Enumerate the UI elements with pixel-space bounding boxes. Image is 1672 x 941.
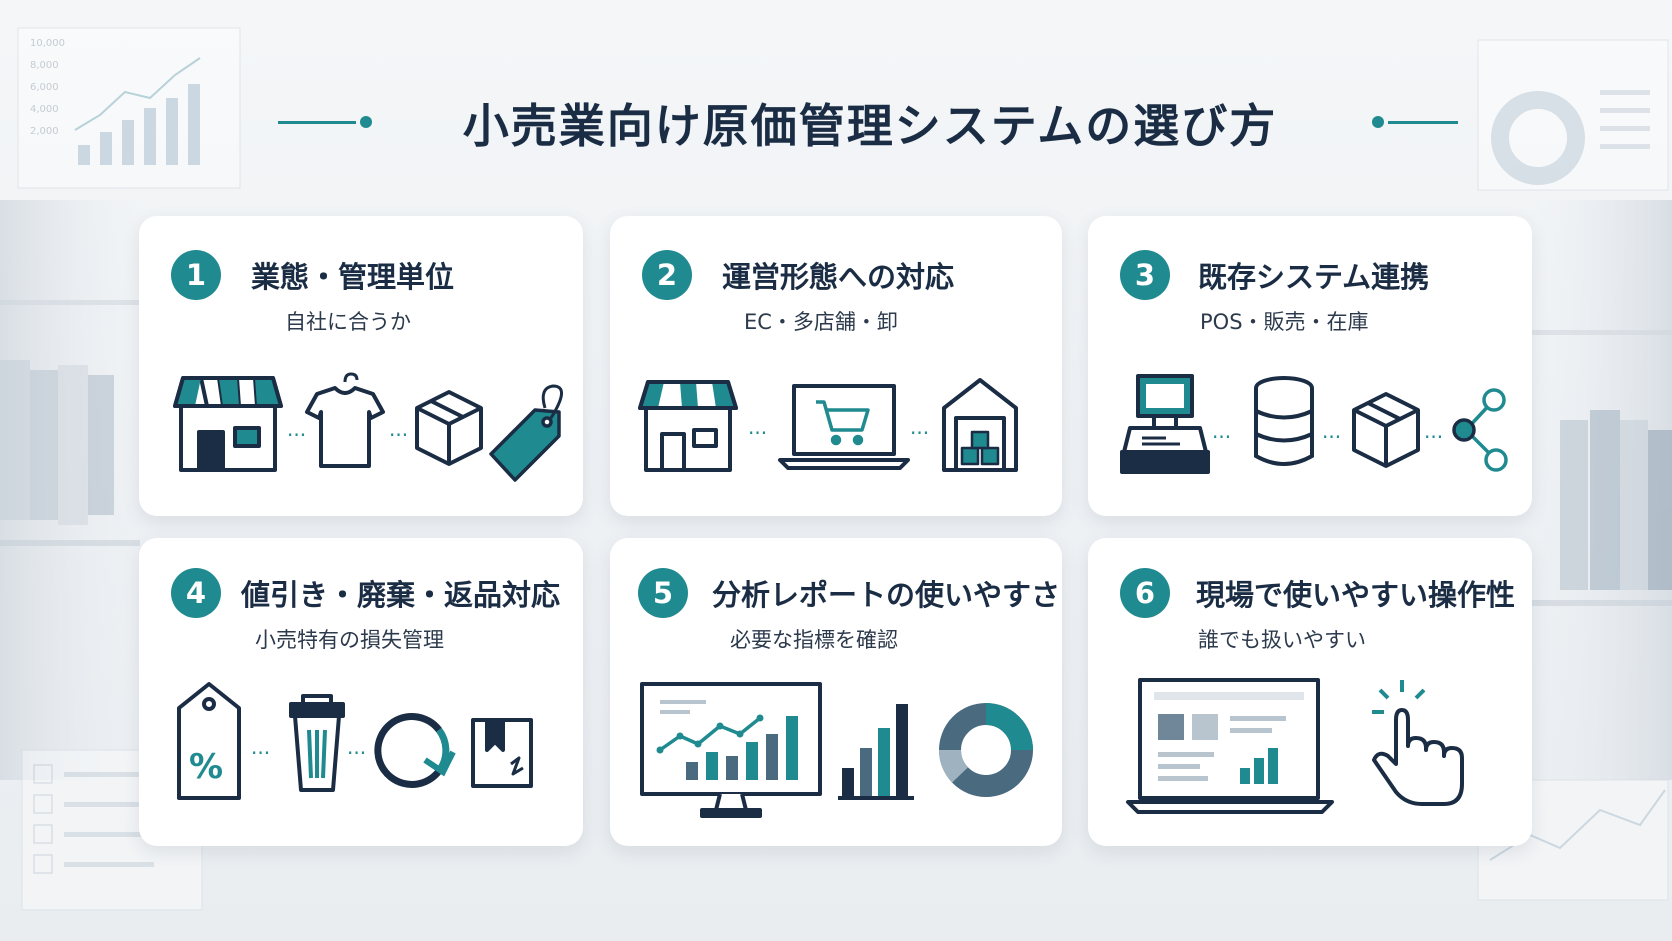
title-rule-left (278, 121, 356, 124)
card-subtitle: 小売特有の損失管理 (255, 628, 444, 652)
laptop-cart-icon (778, 384, 910, 470)
card-icons (1126, 678, 1464, 814)
card-title: 値引き・廃棄・返品対応 (241, 578, 561, 612)
svg-text:···: ··· (287, 423, 306, 447)
discount-tag-icon: % (177, 682, 241, 800)
title-dot-right (1372, 116, 1384, 128)
card-icons: ··· ··· (173, 372, 563, 482)
title-dot-left (360, 116, 372, 128)
card-number-badge: 5 (638, 568, 688, 618)
card-business-type: 1 業態・管理単位 自社に合うか ··· ··· (139, 216, 583, 516)
card-usability: 6 現場で使いやすい操作性 誰でも扱いやすい (1088, 538, 1532, 846)
bg-axis-label: 8,000 (30, 60, 59, 71)
bg-axis-label: 4,000 (30, 104, 59, 115)
card-title: 現場で使いやすい操作性 (1196, 578, 1516, 612)
svg-text:···: ··· (748, 421, 767, 445)
card-title: 業態・管理単位 (251, 260, 455, 294)
box-icon (1352, 392, 1420, 468)
share-network-icon (1452, 388, 1508, 472)
tap-hand-icon (1372, 680, 1464, 806)
store-icon (638, 380, 738, 472)
store-icon (173, 376, 283, 472)
card-subtitle: 必要な指標を確認 (730, 628, 898, 652)
svg-text:···: ··· (1322, 425, 1341, 449)
card-icons (640, 682, 1033, 818)
warehouse-icon (942, 378, 1018, 472)
card-subtitle: EC・多店舗・卸 (744, 310, 898, 334)
title-rule-right (1388, 121, 1458, 124)
database-icon (1254, 376, 1314, 466)
laptop-dashboard-icon (1126, 678, 1334, 814)
svg-text:···: ··· (389, 423, 408, 447)
box-icon (415, 390, 483, 466)
bg-axis-label: 2,000 (30, 126, 59, 137)
card-number-badge: 4 (171, 568, 221, 618)
card-number-badge: 2 (642, 250, 692, 300)
svg-text:···: ··· (1424, 425, 1443, 449)
svg-text:···: ··· (347, 741, 366, 765)
card-subtitle: 自社に合うか (285, 310, 411, 334)
card-analytics-report: 5 分析レポートの使いやすさ 必要な指標を確認 (610, 538, 1062, 846)
monitor-chart-icon (640, 682, 822, 818)
svg-text:···: ··· (251, 741, 270, 765)
card-icons: ··· ··· (638, 378, 1018, 472)
card-icons: % ··· ··· (177, 682, 533, 800)
card-loss-handling: 4 値引き・廃棄・返品対応 小売特有の損失管理 % ··· ··· (139, 538, 583, 846)
bar-chart-icon (838, 704, 914, 800)
trash-can-icon (289, 694, 345, 792)
page-title: 小売業向け原価管理システムの選び方 (462, 99, 1278, 153)
card-operation-type: 2 運営形態への対応 EC・多店舗・卸 ··· ··· (610, 216, 1062, 516)
card-icons: ··· ··· ··· (1120, 374, 1508, 474)
svg-text:···: ··· (1212, 425, 1231, 449)
donut-chart-icon (938, 703, 1033, 797)
card-title: 分析レポートの使いやすさ (712, 578, 1061, 612)
return-arrow-icon (374, 713, 456, 788)
card-number-badge: 6 (1120, 568, 1170, 618)
card-system-integration: 3 既存システム連携 POS・販売・在庫 ··· ··· ··· (1088, 216, 1532, 516)
card-title: 既存システム連携 (1198, 260, 1430, 294)
pos-register-icon (1120, 374, 1210, 474)
price-tag-icon (489, 384, 563, 482)
svg-text:···: ··· (910, 421, 929, 445)
tshirt-icon (305, 372, 385, 468)
card-number-badge: 1 (171, 250, 221, 300)
damaged-box-icon (471, 718, 533, 788)
card-number-badge: 3 (1120, 250, 1170, 300)
card-subtitle: 誰でも扱いやすい (1198, 628, 1366, 652)
card-subtitle: POS・販売・在庫 (1200, 310, 1369, 334)
bg-axis-label: 6,000 (30, 82, 59, 93)
card-title: 運営形態への対応 (722, 260, 955, 294)
bg-axis-label: 10,000 (30, 38, 65, 49)
svg-text:%: % (189, 747, 223, 787)
